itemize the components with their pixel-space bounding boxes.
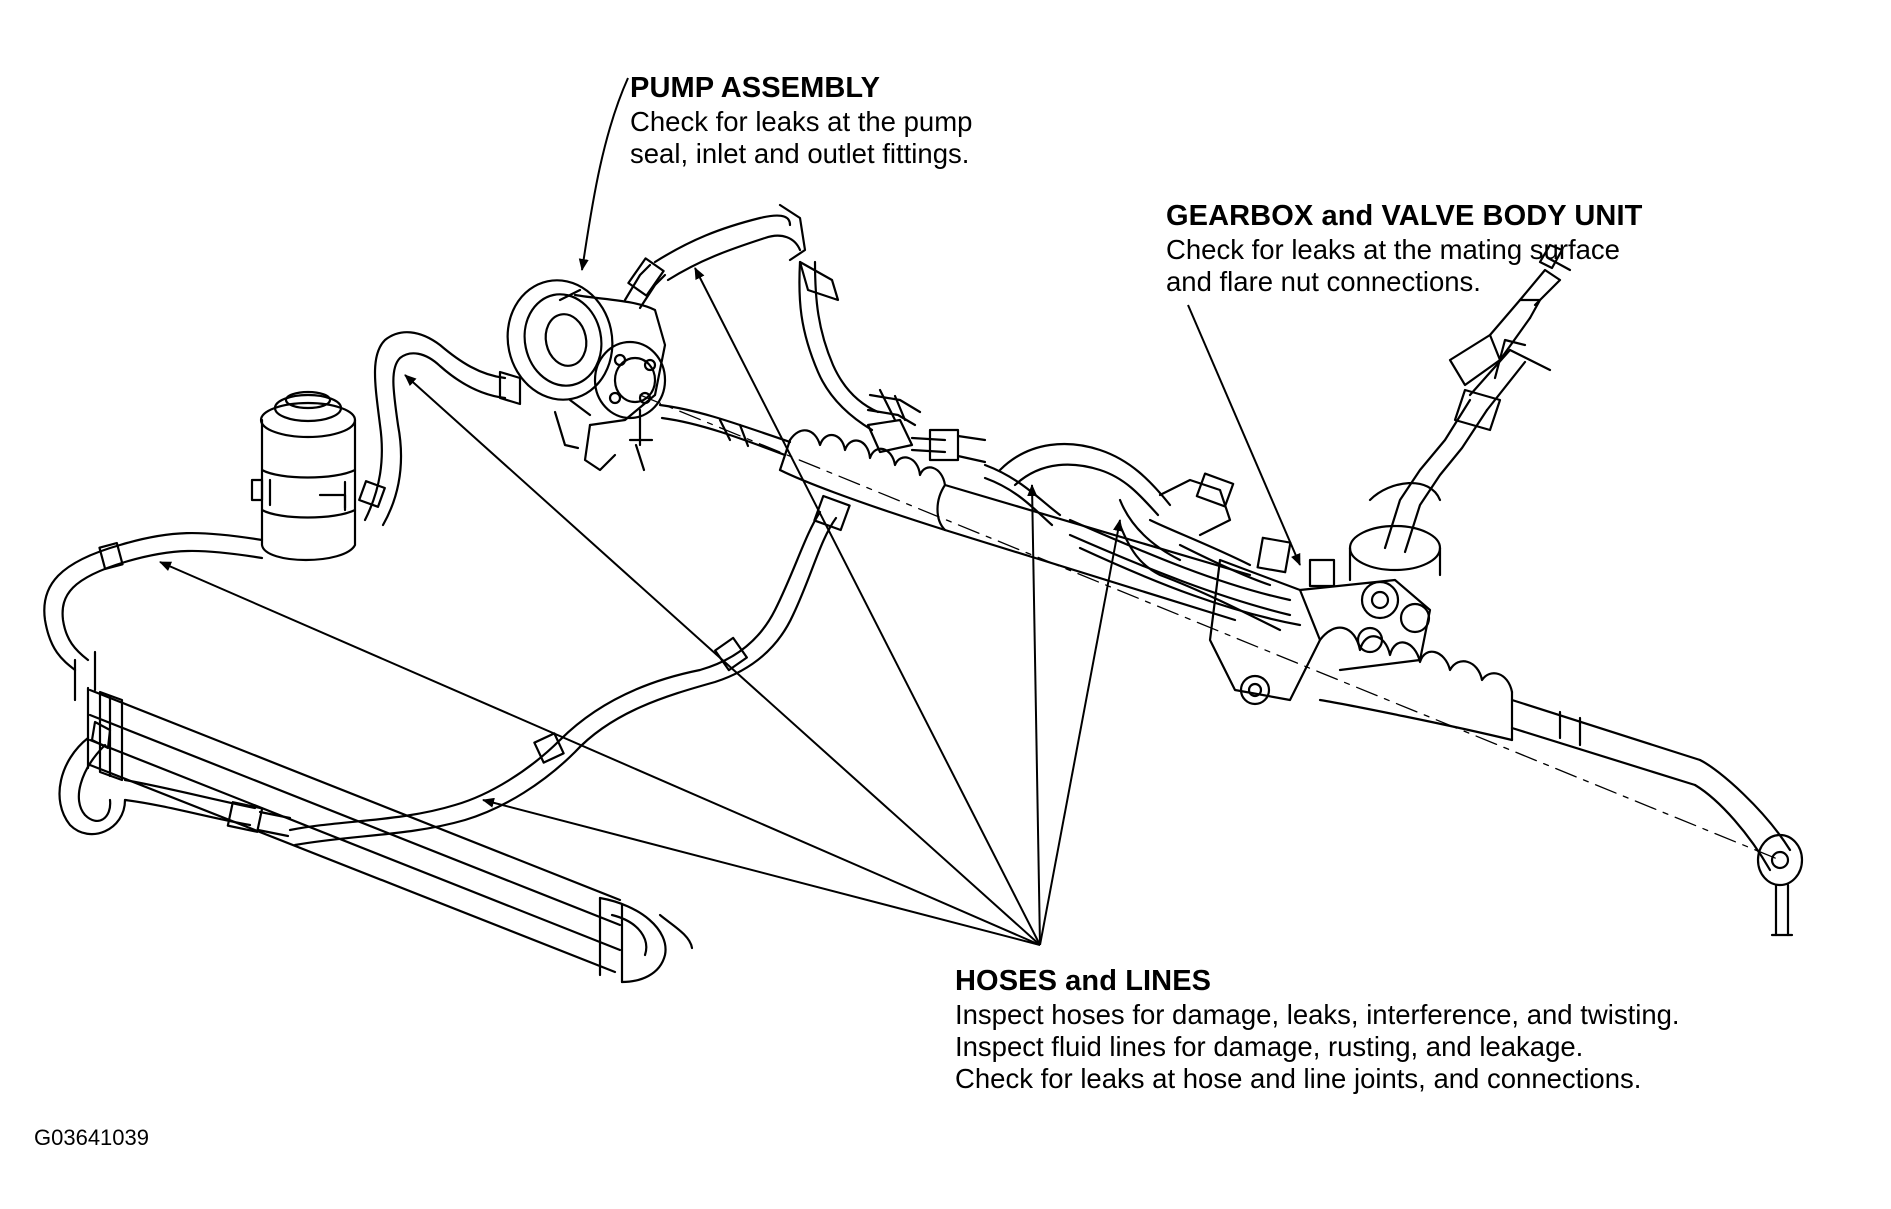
gearbox-title: GEARBOX and VALVE BODY UNIT	[1166, 200, 1643, 232]
pump-assembly	[506, 279, 667, 472]
pump-assembly-note-line: seal, inlet and outlet fittings.	[630, 138, 970, 170]
hoses-lines-note-line: Inspect hoses for damage, leaks, interfe…	[955, 998, 1680, 1030]
return-hose-reservoir-to-cooler	[43, 531, 264, 702]
pump-assembly-note-line: Check for leaks at the pump	[630, 105, 973, 137]
hoses-leaders	[159, 267, 1123, 946]
pump-to-rack-line	[866, 388, 922, 427]
return-hose-gearbox-to-cooler	[288, 494, 851, 847]
pressure-hose	[623, 203, 987, 464]
fluid-reservoir	[250, 390, 357, 562]
gearbox-note-line: Check for leaks at the mating surface	[1166, 233, 1620, 265]
hoses-lines-note-line: Check for leaks at hose and line joints,…	[955, 1063, 1642, 1095]
pump-supply-hose	[358, 331, 522, 527]
leader-gearbox	[1187, 304, 1301, 566]
pump-assembly-title: PUMP ASSEMBLY	[630, 72, 881, 104]
steering-rack	[658, 243, 1804, 937]
gearbox-note-line: and flare nut connections.	[1166, 266, 1481, 298]
hoses-lines-title: HOSES and LINES	[955, 965, 1212, 997]
rack-centerline	[639, 394, 1781, 861]
hoses-lines-note-line: Inspect fluid lines for damage, rusting,…	[955, 1031, 1584, 1063]
figure-code: G03641039	[34, 1125, 149, 1150]
cooler-inlet-hose	[58, 720, 292, 838]
rack-fluid-lines	[983, 442, 1336, 632]
hoses-lines-callout: HOSES and LINES Inspect hoses for damage…	[955, 965, 1680, 1095]
fluid-cooler	[86, 686, 694, 984]
gearbox-callout: GEARBOX and VALVE BODY UNIT Check for le…	[1166, 200, 1642, 298]
leader-pump	[578, 77, 629, 271]
pump-assembly-callout: PUMP ASSEMBLY Check for leaks at the pum…	[630, 72, 972, 170]
